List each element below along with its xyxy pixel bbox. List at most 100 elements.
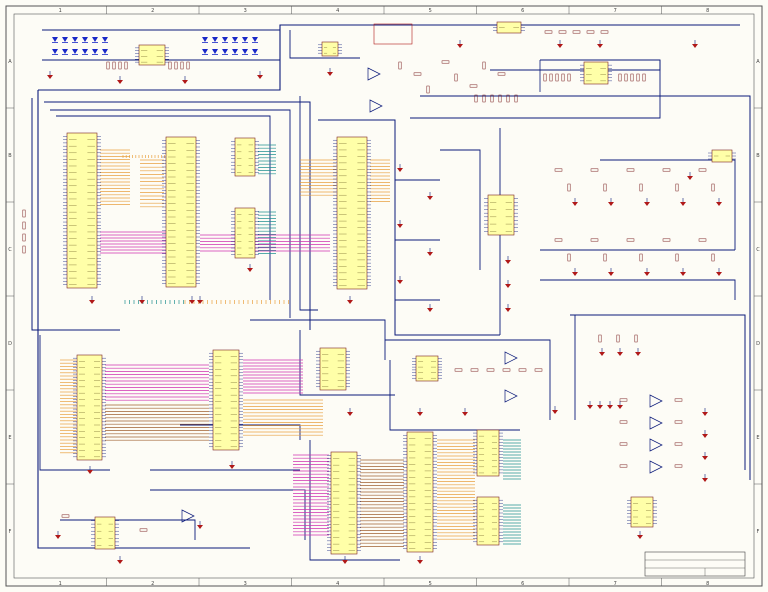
resistor-body [630,73,634,82]
ground-triangle [117,560,123,564]
ground-symbol [608,268,614,276]
resistor-body [106,61,110,70]
ic-body [319,347,347,391]
resistor [624,73,628,82]
ground-triangle [139,300,145,304]
ground-symbol [427,248,433,256]
zone-row-label: D [756,341,760,347]
ground-triangle [457,44,463,48]
zone-column-label: 4 [336,581,339,587]
cpu-chip-left [63,132,101,289]
resistor [626,238,635,242]
ground-symbol [182,76,188,84]
resistor [600,30,609,34]
ground-symbol [597,401,603,409]
wire [540,279,736,300]
bus-bundle [258,144,276,175]
resistor-body [554,238,563,242]
opamp-triangle [504,389,518,403]
resistor-body [618,73,622,82]
diode [62,37,68,43]
resistor-body [674,398,683,402]
resistor-body [619,464,628,468]
resistor [22,209,26,218]
resistor [619,398,628,402]
ground-triangle [716,202,722,206]
resistor [567,183,571,192]
bus-bundle [100,149,130,205]
diode [92,49,98,55]
flash-chip [403,431,437,553]
ground-triangle [552,410,558,414]
resistor-body [168,61,172,70]
ic-body [138,44,166,66]
resistor-body [490,94,494,103]
ground-triangle [427,196,433,200]
zone-row-label: F [9,529,12,535]
ground-symbol [617,348,623,356]
regulator-chip-small [318,41,342,57]
ground-triangle [397,280,403,284]
ground-triangle [197,525,203,529]
resistor-body [561,73,565,82]
bus-layer [60,144,521,547]
zone-row-label: C [8,247,12,253]
ground-symbol [457,40,463,48]
resistor-body [711,183,715,192]
resistor-body [514,94,518,103]
resistor [554,238,563,242]
diode-triangle [82,37,88,42]
ground-symbol [644,268,650,276]
resistor [474,94,478,103]
resistor-body [426,85,430,94]
resistor-body [454,73,458,82]
ic-body [94,516,116,550]
resistor [543,73,547,82]
resistor [506,94,510,103]
resistor [674,398,683,402]
ground-symbol [692,40,698,48]
zone-row-label: F [757,529,760,535]
resistor-body [567,253,571,262]
ground-triangle [257,75,263,79]
ground-triangle [47,75,53,79]
zone-row-label: C [756,247,760,253]
resistor-body [558,30,567,34]
dsp-chip [484,194,518,236]
resistor-body [674,420,683,424]
resistor [554,168,563,172]
ground-triangle [702,478,708,482]
ground-triangle [572,272,578,276]
ic-body [415,355,439,382]
opamp-triangle [649,394,663,408]
resistor-body [112,61,116,70]
wire [389,360,520,431]
resistor [118,61,122,70]
resistor-body [186,61,190,70]
wire [289,30,360,59]
resistor-body [549,73,553,82]
ground-symbol [139,296,145,304]
diode [92,37,98,43]
ground-symbol [397,220,403,228]
output-driver-chip [627,496,657,528]
ground-triangle [189,300,195,304]
ground-symbol [716,268,722,276]
sram-chip [327,451,361,555]
wire [570,314,746,470]
ground-triangle [599,352,605,356]
wire-layer [31,24,751,561]
diode-triangle [242,49,248,54]
memory-chip [209,349,243,451]
resistor [674,420,683,424]
ground-triangle [597,405,603,409]
ground-triangle [89,300,95,304]
opamp [649,394,663,408]
ground-symbol [572,198,578,206]
bus-bundle [184,300,289,304]
component-layer [22,21,746,577]
ground-symbol [417,408,423,416]
wire [250,319,386,360]
resistor-body [675,183,679,192]
